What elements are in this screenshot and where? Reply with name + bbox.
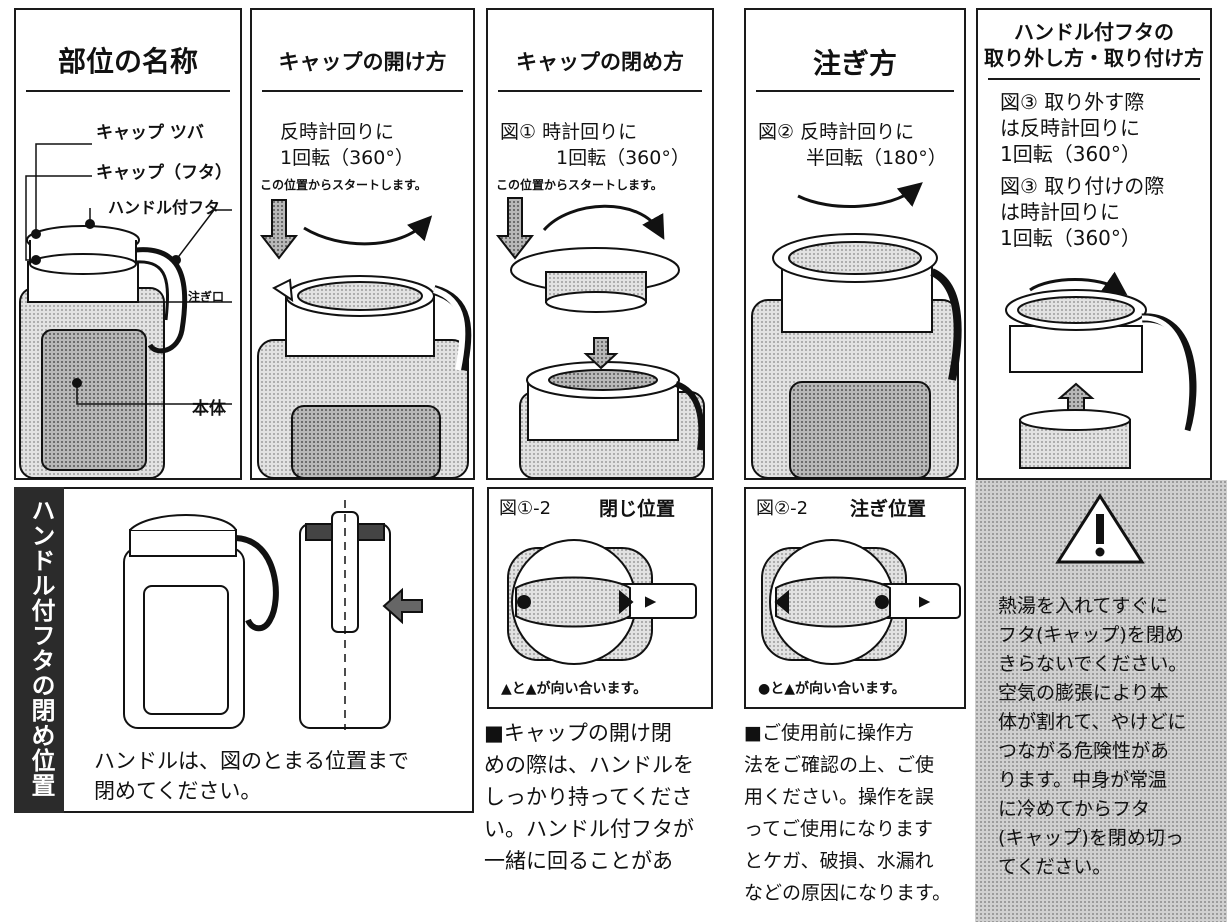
pitcher-open-illustration [257, 199, 472, 479]
panel-title: 注ぎ方 [812, 47, 897, 80]
note-use-1: ■ご使用前に操作方 [744, 722, 914, 744]
panel-title: 部位の名称 [57, 45, 198, 78]
open-note: この位置からスタートします。 [260, 178, 427, 192]
label-handle-lid: ハンドル付フタ [108, 198, 221, 217]
note-use-4: ってご使用になります [744, 818, 934, 840]
note-use-5: とケガ、破損、水漏れ [744, 850, 934, 872]
warning-line-2: フタ(キャップ)を閉め [998, 624, 1184, 646]
close-note: この位置からスタートします。 [496, 178, 663, 192]
label-spout: 注ぎ口 [188, 290, 225, 304]
warning-line-4: 空気の膨張により本 [998, 682, 1169, 704]
open-line2: 1回転（360°） [280, 147, 414, 169]
handle-line3: 1回転（360°） [1000, 142, 1141, 166]
note-open-1: ■キャップの開け閉 [484, 721, 672, 745]
title-divider [988, 78, 1200, 80]
fig1-2-title: 閉じ位置 [599, 498, 676, 520]
vertical-title-bar [14, 487, 64, 813]
note-open-5: 一緒に回ることがあ [484, 849, 673, 873]
close-line2: 1回転（360°） [556, 147, 690, 169]
open-line1: 反時計回りに [280, 121, 395, 143]
fig2-2-caption: ●と▲が向い合います。 [758, 681, 906, 697]
warning-line-5: 体が割れて、やけどに [998, 711, 1187, 733]
vertical-title: ハンドル付フタの閉め位置 [27, 498, 55, 798]
title-divider [756, 90, 954, 92]
note-open-2: めの際は、ハンドルを [484, 753, 694, 777]
close-position-caption-2: 閉めてください。 [94, 779, 262, 803]
title-divider [262, 90, 463, 92]
warning-line-3: きらないでください。 [998, 653, 1188, 675]
title-divider [26, 90, 230, 92]
handle-line4: 図③ 取り付けの際 [1000, 174, 1165, 198]
close-line1: 図① 時計回りに [500, 121, 638, 143]
warning-line-10: てください。 [998, 856, 1112, 878]
warning-line-8: に冷めてからフタ [998, 798, 1151, 820]
panel-title: キャップの開け方 [278, 50, 447, 74]
warning-line-7: ります。中身が常温 [998, 769, 1168, 791]
handle-line1: 図③ 取り外す際 [1000, 90, 1145, 114]
pitcher-pour-illustration [751, 182, 962, 479]
panel-title: キャップの閉め方 [516, 50, 684, 74]
fig2-2-label: 図②-2 [756, 498, 809, 519]
fig1-2-caption: ▲と▲が向い合います。 [501, 681, 648, 697]
warning-line-9: (キャップ)を閉め切っ [998, 827, 1184, 849]
title-divider [498, 90, 702, 92]
handle-line6: 1回転（360°） [1000, 226, 1141, 250]
pitcher-close-illustration [495, 197, 705, 479]
note-open-3: しっかり持ってくださ [484, 785, 693, 809]
pitcher-handle-illustration [1005, 271, 1197, 469]
note-use-6: などの原因になります。 [744, 882, 952, 904]
panel-handle: ハンドル付フタの 取り外し方・取り付け方 図③ 取り外す際 は反時計回りに 1回… [976, 8, 1212, 480]
warning-line-6: つながる危険性があ [998, 740, 1170, 762]
handle-line5: は時計回りに [1000, 200, 1120, 224]
panel-title-line2: 取り外し方・取り付け方 [984, 46, 1204, 70]
label-cap: キャップ（フタ） [96, 163, 232, 183]
close-position-caption-1: ハンドルは、図のとまる位置まで [94, 749, 409, 773]
panel-title-line1: ハンドル付フタの [1014, 20, 1174, 44]
note-use-2: 法をご確認の上、ご使 [744, 754, 935, 776]
pour-line1: 図② 反時計回りに [758, 121, 915, 143]
handle-line2: は反時計回りに [1000, 116, 1140, 140]
note-open-4: い。ハンドル付フタが [484, 817, 694, 841]
fig1-2-label: 図①-2 [499, 498, 552, 519]
pour-line2: 半回転（180°） [806, 147, 947, 169]
warning-line-1: 熱湯を入れてすぐに [998, 595, 1169, 617]
label-cap-brim: キャップ ツバ [96, 123, 204, 143]
fig2-2-title: 注ぎ位置 [850, 498, 927, 520]
note-use-3: 用ください。操作を誤 [744, 786, 935, 808]
pitcher-parts-illustration [19, 143, 232, 479]
